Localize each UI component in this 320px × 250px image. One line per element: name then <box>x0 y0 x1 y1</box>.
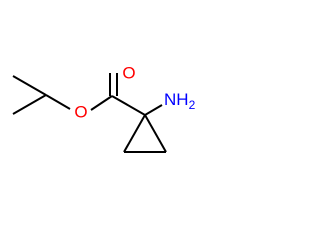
bond-cyclopropane-left <box>123 114 146 153</box>
amine-subscript: 2 <box>189 98 196 112</box>
bond-ring-carbon-to-amine <box>144 104 163 116</box>
structural-formula: O O NH2 <box>12 63 196 153</box>
bond-isopropyl-ch-to-ester-oxygen <box>45 94 71 110</box>
bond-cyclopropane-right <box>144 114 167 153</box>
bond-carbonyl-carbon-to-ring-carbon <box>111 95 146 116</box>
bond-ester-oxygen-to-carbonyl-carbon <box>90 95 113 111</box>
amine-label: NH2 <box>164 90 196 112</box>
ester-oxygen-label: O <box>74 102 87 121</box>
bond-isopropyl-ch-to-methyl-bottom <box>12 75 47 96</box>
carbonyl-oxygen-label: O <box>122 63 135 82</box>
bond-methyl-top-to-isopropyl-ch <box>12 94 47 115</box>
amine-symbol: NH <box>164 90 189 109</box>
